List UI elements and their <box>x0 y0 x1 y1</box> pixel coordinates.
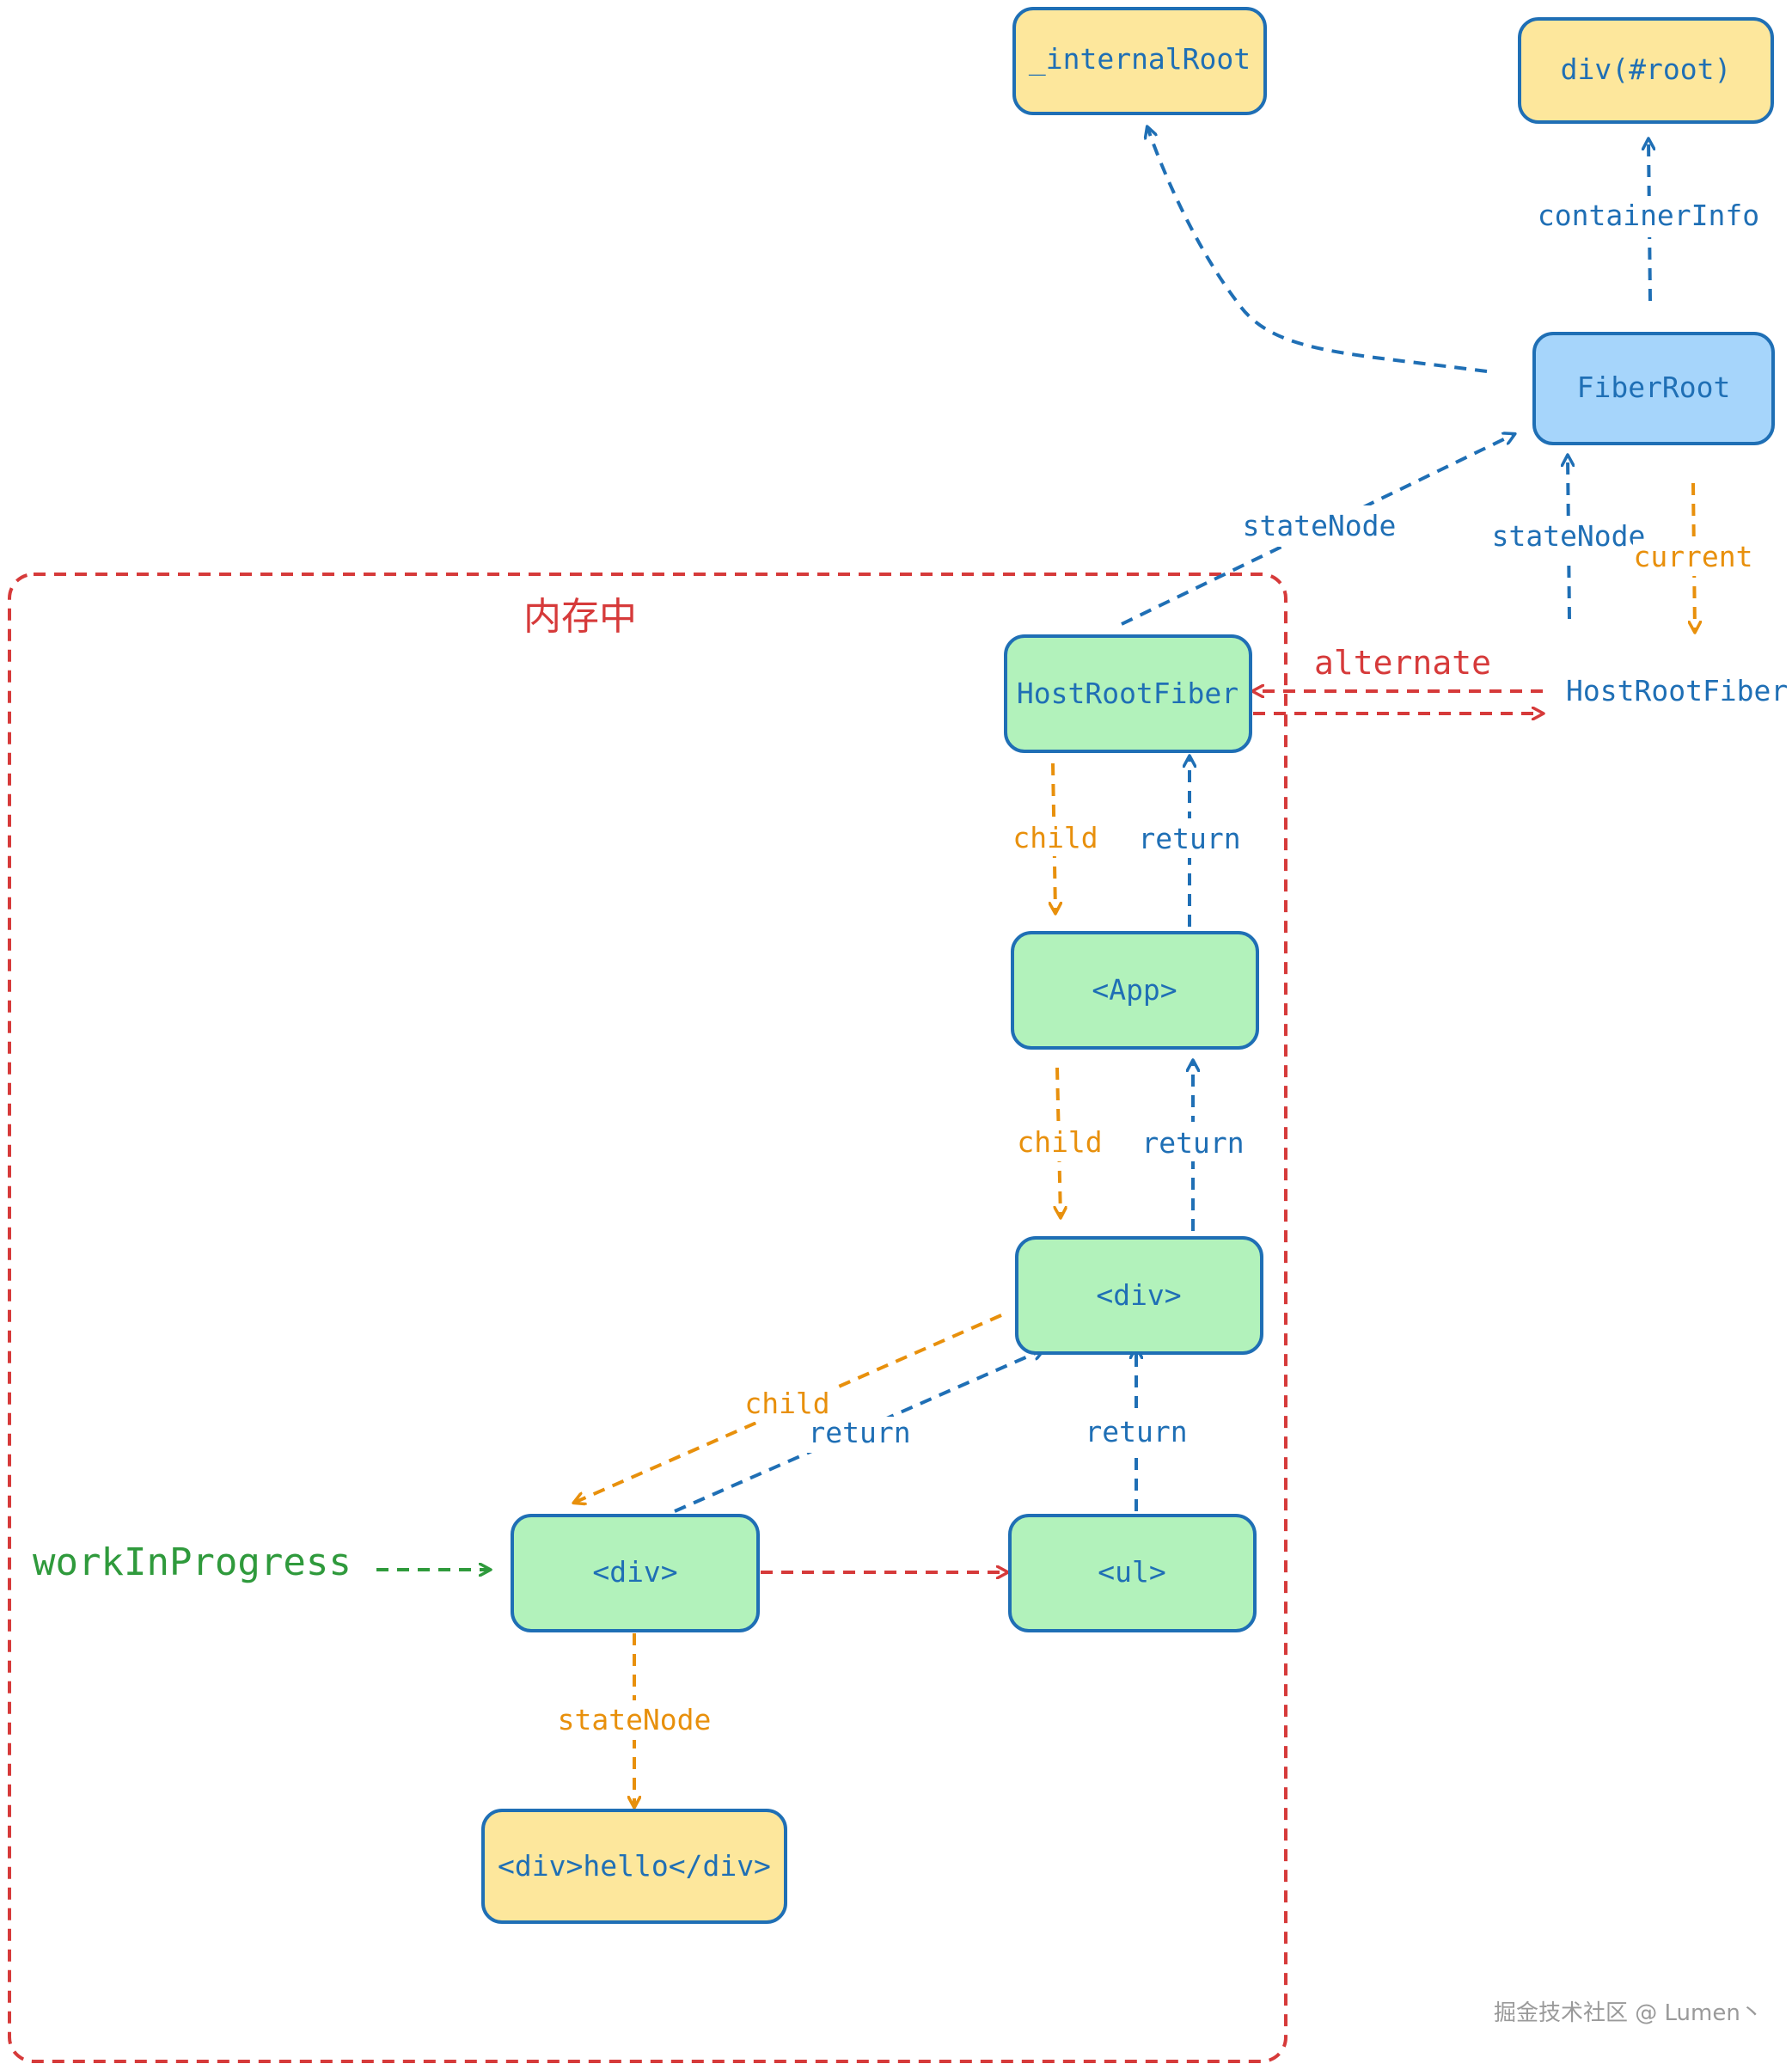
edge-label-bg <box>1010 1122 1109 1161</box>
node-div-parent[interactable]: <div> <box>1015 1236 1263 1355</box>
node-div-root[interactable]: div(#root) <box>1518 17 1774 124</box>
edge-label-alternate: alternate <box>1314 644 1491 682</box>
edge-label-child-2: child <box>1017 1125 1102 1159</box>
edge-label-bg <box>804 1417 915 1453</box>
node-internal-root[interactable]: _internalRoot <box>1012 7 1267 115</box>
edge-container-info <box>1648 139 1650 302</box>
edge-label-return-3: return <box>808 1416 910 1449</box>
edge-label-bg <box>1006 817 1104 856</box>
edge-child-2 <box>1057 1067 1061 1217</box>
edge-label-state-node-dom: stateNode <box>558 1703 712 1736</box>
node-label: <div> <box>592 1555 677 1589</box>
edge-label-bg <box>739 1386 834 1422</box>
node-host-root-fiber-current[interactable]: HostRootFiber <box>1566 674 1788 707</box>
node-label: HostRootFiber <box>1017 677 1238 710</box>
node-label: div(#root) <box>1561 52 1732 86</box>
node-ul[interactable]: <ul> <box>1008 1514 1257 1632</box>
node-host-root-fiber-wip[interactable]: HostRootFiber <box>1004 634 1252 753</box>
edge-fiberroot-to-internalroot <box>1147 127 1488 373</box>
edge-label-state-node-current: stateNode <box>1492 519 1646 553</box>
node-label: <div>hello</div> <box>498 1849 771 1883</box>
node-label: <App> <box>1092 973 1177 1007</box>
edge-label-bg <box>1133 1122 1253 1161</box>
node-label: _internalRoot <box>1029 42 1251 77</box>
node-label: HostRootFiber <box>1566 674 1788 707</box>
edge-label-bg <box>554 1700 713 1740</box>
edge-label-bg <box>1633 540 1758 576</box>
edge-label-bg <box>1130 818 1251 858</box>
edge-label-bg <box>1239 505 1398 547</box>
in-memory-region <box>8 573 1287 2063</box>
watermark: 掘金技术社区 @ Lumen丶 <box>1494 2000 1763 2026</box>
in-memory-region-label: 内存中 <box>523 595 637 639</box>
node-div-child[interactable]: <div> <box>511 1514 760 1632</box>
edge-label-bg <box>1487 518 1650 557</box>
edge-state-node-current <box>1568 456 1569 620</box>
node-fiber-root[interactable]: FiberRoot <box>1532 332 1775 445</box>
work-in-progress-label: workInProgress <box>33 1540 352 1584</box>
edge-label-return-2: return <box>1141 1126 1244 1160</box>
edge-label-container-info: containerInfo <box>1538 199 1759 232</box>
node-label: FiberRoot <box>1577 371 1731 404</box>
edge-label-bg <box>1530 196 1771 237</box>
node-app[interactable]: <App> <box>1011 931 1259 1050</box>
edge-label-return-1: return <box>1138 822 1240 855</box>
edge-label-current: current <box>1633 540 1752 573</box>
edge-label-child-3: child <box>744 1387 829 1420</box>
node-dom-div[interactable]: <div>hello</div> <box>481 1809 787 1924</box>
node-label: <div> <box>1096 1278 1181 1312</box>
edge-label-bg <box>1076 1412 1196 1451</box>
edge-label-state-node-wip: stateNode <box>1243 509 1397 542</box>
edge-label-child-1: child <box>1012 821 1098 854</box>
node-label: <ul> <box>1098 1555 1165 1589</box>
edge-child-1 <box>1053 762 1055 913</box>
edge-return-3 <box>674 1350 1043 1513</box>
edge-current <box>1693 482 1695 632</box>
edge-label-return-4: return <box>1085 1415 1187 1448</box>
